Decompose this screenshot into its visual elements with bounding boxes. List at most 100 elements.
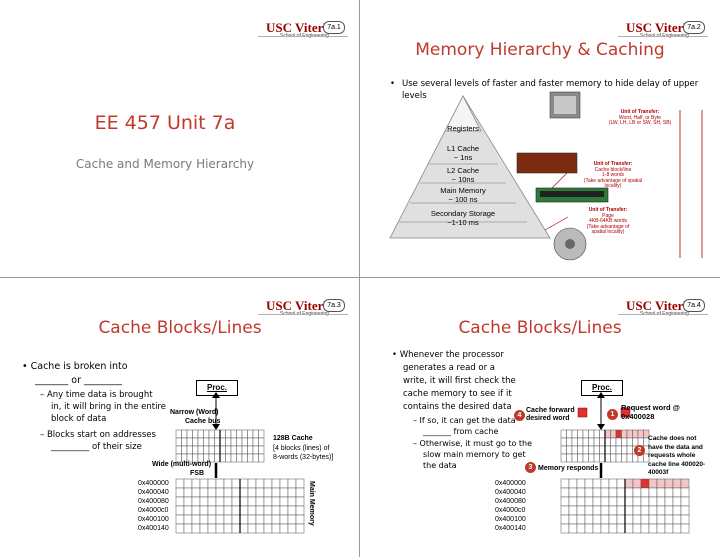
cache-word-cell: [566, 437, 573, 447]
cache-word-cell: [566, 453, 573, 463]
cache-word-cell: [247, 437, 254, 447]
memory-word-cell: [215, 487, 225, 498]
cache-word-cell: [637, 429, 644, 439]
slide-1: USC ViterbiSchool of Engineering 7a.1 EE…: [0, 0, 359, 277]
memory-word-cell: [215, 523, 225, 534]
cache-word-cell: [626, 437, 633, 447]
sub-bullet: _________ of their size: [51, 442, 142, 452]
memory-word-cell: [183, 496, 193, 507]
cache-word-cell: [252, 437, 259, 447]
memory-word-cell: [199, 496, 209, 507]
memory-word-cell: [199, 514, 209, 525]
memory-word-cell: [632, 496, 642, 507]
memory-word-cell: [215, 505, 225, 516]
cache-word-cell: [571, 445, 578, 455]
memory-word-cell: [255, 496, 265, 507]
cache-word-cell: [588, 437, 595, 447]
cache-word-cell: [604, 445, 611, 455]
cache-word-cell: [599, 453, 606, 463]
memory-word-cell: [247, 514, 257, 525]
cache-word-cell: [571, 453, 578, 463]
transfer-unit-word: Unit of Transfer: Word, Half, or Byte (L…: [608, 109, 672, 127]
slide-title: EE 457 Unit 7a: [94, 112, 236, 134]
memory-word-cell: [568, 496, 578, 507]
memory-word-cell: [223, 487, 233, 498]
cache-word-cell: [577, 453, 584, 463]
memory-word-cell: [175, 487, 185, 498]
memory-word-cell: [680, 514, 690, 525]
cache-word-cell: [560, 429, 567, 439]
cache-word-cell: [582, 429, 589, 439]
memory-word-cell: [183, 505, 193, 516]
memory-word-cell: [295, 523, 305, 534]
slide-number-badge: 7a.2: [683, 21, 705, 34]
memory-word-cell: [255, 523, 265, 534]
sub-bullet: – If so, it can get the data: [413, 416, 516, 425]
cache-word-cell: [181, 437, 188, 447]
cache-word-cell: [175, 445, 182, 455]
cache-word-cell: [214, 429, 221, 439]
cache-word-cell: [241, 445, 248, 455]
slide-divider-vertical: [359, 0, 360, 557]
cache-word-cell: [192, 445, 199, 455]
memory-word-cell: [672, 523, 682, 534]
memory-word-cell: [207, 514, 217, 525]
memory-word-cell: [608, 478, 618, 489]
transfer-unit-page: Unit of Transfer: Page 4KB-64KB words (T…: [586, 207, 630, 236]
memory-word-cell: [568, 478, 578, 489]
cache-word-cell: [241, 429, 248, 439]
cache-word-cell: [175, 437, 182, 447]
memory-word-cell: [247, 496, 257, 507]
memory-word-cell: [207, 523, 217, 534]
cache-word-cell: [225, 445, 232, 455]
memory-word-cell: [247, 523, 257, 534]
memory-word-cell: [640, 478, 650, 489]
memory-word-cell: [680, 478, 690, 489]
cache-word-cell: [632, 429, 639, 439]
memory-word-cell: [680, 505, 690, 516]
cache-word-cell: [621, 437, 628, 447]
sub-bullet: – Any time data is brought: [40, 390, 153, 400]
memory-word-cell: [680, 496, 690, 507]
cache-word-cell: [241, 453, 248, 463]
memory-word-cell: [183, 487, 193, 498]
memory-word-cell: [263, 496, 273, 507]
cache-word-cell: [615, 445, 622, 455]
memory-word-cell: [287, 514, 297, 525]
memory-word-cell: [632, 514, 642, 525]
cache-word-cell: [571, 429, 578, 439]
cache-word-cell: [214, 437, 221, 447]
memory-word-cell: [584, 478, 594, 489]
memory-word-cell: [279, 496, 289, 507]
memory-word-cell: [175, 478, 185, 489]
memory-word-cell: [592, 496, 602, 507]
cache-word-cell: [604, 429, 611, 439]
memory-word-cell: [648, 514, 658, 525]
cache-word-cell: [181, 429, 188, 439]
cache-die-image: [516, 152, 578, 174]
memory-word-cell: [191, 505, 201, 516]
cache-word-cell: [599, 445, 606, 455]
memory-word-cell: [592, 478, 602, 489]
cache-word-cell: [208, 445, 215, 455]
memory-word-cell: [568, 505, 578, 516]
cache-word-cell: [203, 445, 210, 455]
cache-word-cell: [566, 445, 573, 455]
cache-word-cell: [247, 445, 254, 455]
cache-word-cell: [610, 429, 617, 439]
memory-word-cell: [295, 487, 305, 498]
memory-word-cell: [287, 487, 297, 498]
memory-word-cell: [183, 514, 193, 525]
memory-word-cell: [271, 487, 281, 498]
memory-word-cell: [600, 478, 610, 489]
bullet-1: • Whenever the processor: [392, 350, 504, 360]
cache-word-cell: [610, 453, 617, 463]
cache-word-cell: [203, 437, 210, 447]
memory-word-cell: [592, 505, 602, 516]
memory-word-cell: [183, 478, 193, 489]
memory-word-cell: [664, 496, 674, 507]
level-secondary-storage: Secondary Storage~1-10 ms: [430, 209, 496, 227]
memory-word-cell: [279, 514, 289, 525]
cache-word-cell: [175, 429, 182, 439]
